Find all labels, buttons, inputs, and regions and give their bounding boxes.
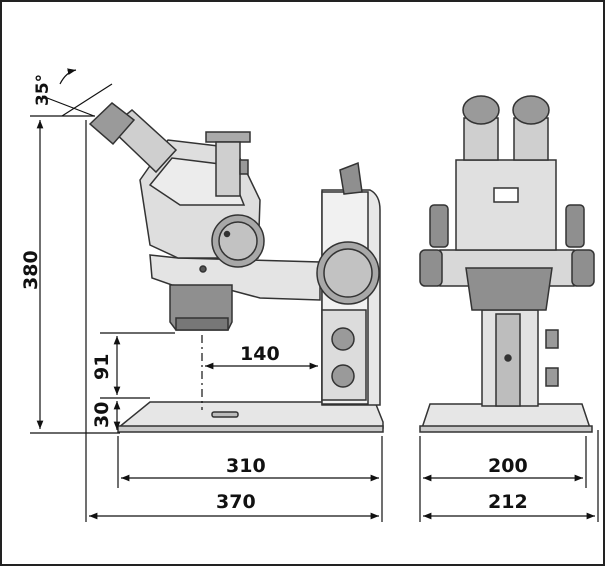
label-base-width: 200 [488, 455, 528, 477]
front-eyepiece-right [512, 95, 550, 125]
camera-port-top [205, 131, 251, 143]
front-view-microscope [419, 95, 595, 433]
label-overall-height: 380 [20, 250, 42, 290]
eyepiece [88, 102, 136, 146]
angle-ray-tilted [61, 83, 113, 117]
front-base [420, 403, 592, 429]
base-plate [115, 401, 384, 429]
control-knob-lower [331, 364, 355, 388]
angle-arc [59, 68, 77, 85]
arm-screw [199, 265, 207, 273]
front-focus-knob-left [419, 249, 443, 287]
front-column-screw [504, 354, 512, 362]
label-overall-length: 370 [216, 491, 256, 513]
zoom-knob-dot [223, 230, 231, 238]
front-eyepiece-left [462, 95, 500, 125]
camera-port [215, 141, 241, 197]
label-column-height: 91 [91, 354, 113, 380]
control-knob-upper [331, 327, 355, 351]
camera-port-lever [239, 159, 249, 175]
front-zoom-body [455, 159, 557, 251]
label-angle: 35° [33, 74, 53, 106]
objective-lens [175, 317, 229, 331]
front-objective [465, 267, 553, 311]
base-switch [211, 411, 239, 418]
stand-clamp [339, 161, 363, 195]
front-eyepiece-tube-left [463, 117, 499, 161]
zeiss-logo [493, 187, 519, 203]
label-overall-width: 212 [488, 491, 528, 513]
side-view-microscope [88, 102, 384, 433]
focus-knob-inner [323, 248, 373, 298]
front-zoom-knob-left [429, 204, 449, 248]
front-side-knob-upper [545, 329, 559, 349]
front-zoom-knob-right [565, 204, 585, 248]
label-base-length: 310 [226, 455, 266, 477]
angle-ray-horizontal [41, 95, 95, 117]
front-focus-knob-right [571, 249, 595, 287]
label-base-thickness: 30 [91, 402, 113, 428]
base-foot [117, 425, 384, 433]
front-side-knob-lower [545, 367, 559, 387]
label-working-distance: 140 [240, 343, 280, 365]
zoom-knob-inner [218, 221, 258, 261]
front-eyepiece-tube-right [513, 117, 549, 161]
front-base-foot [419, 425, 593, 433]
